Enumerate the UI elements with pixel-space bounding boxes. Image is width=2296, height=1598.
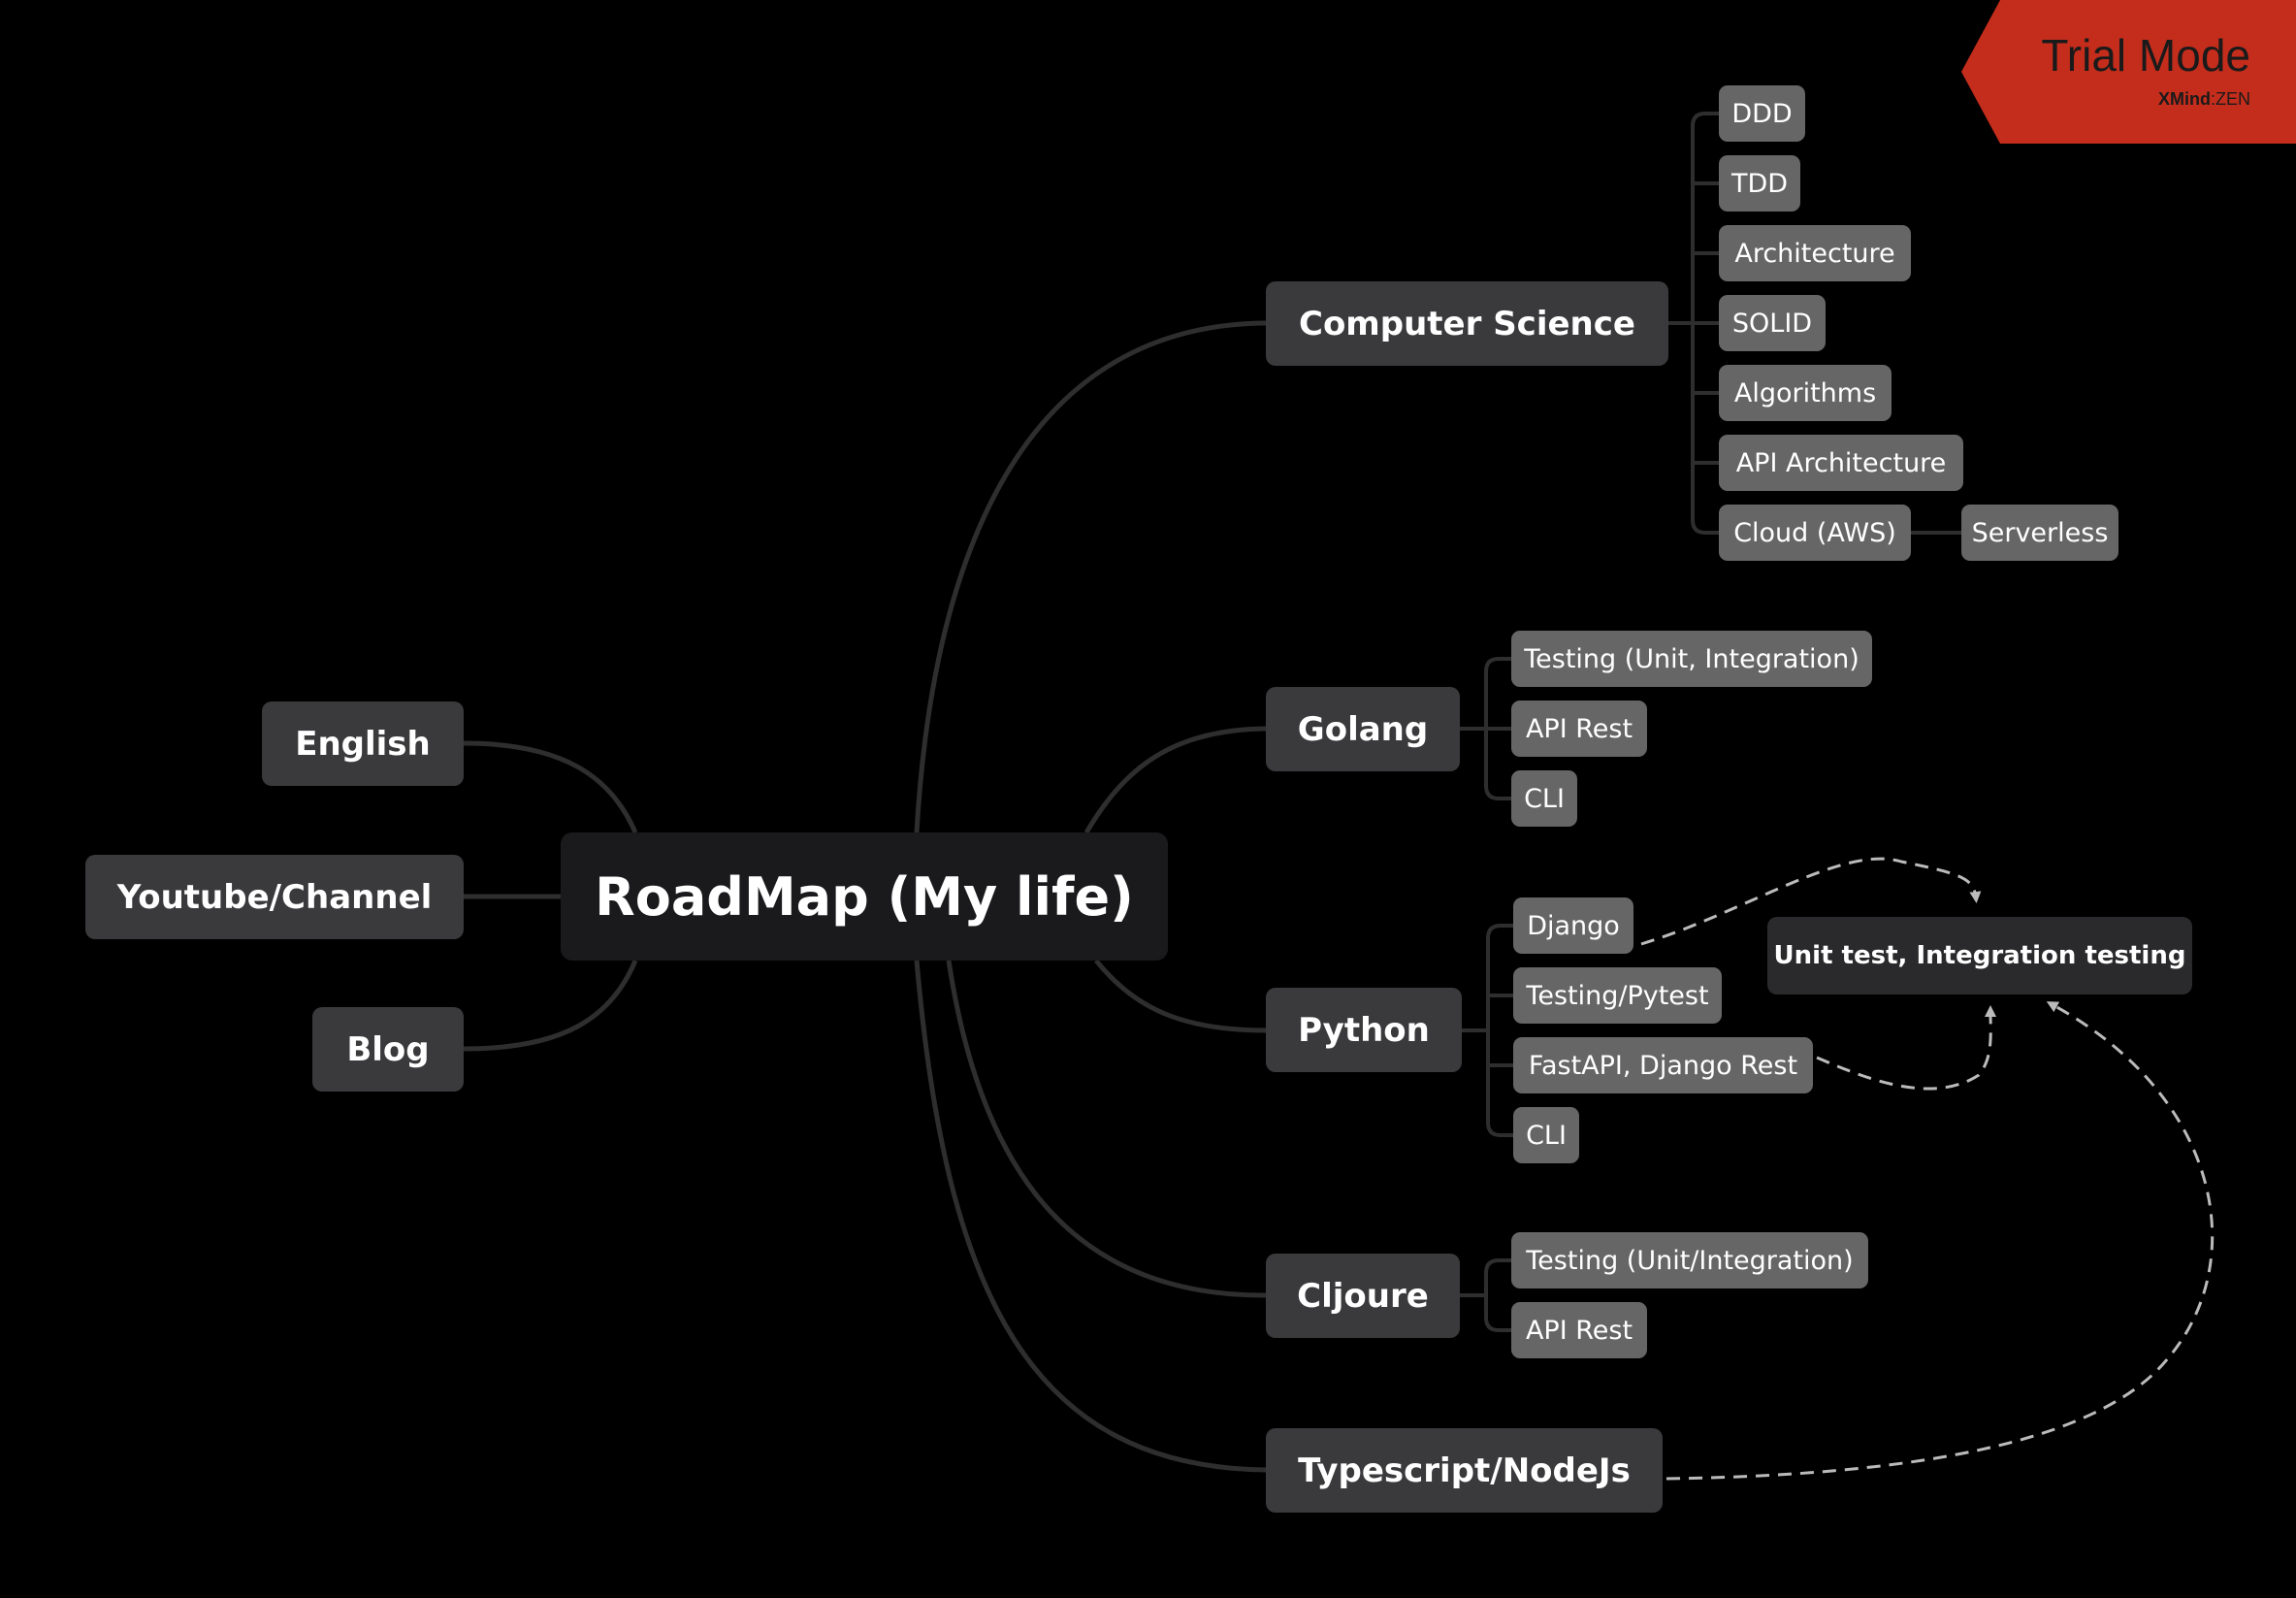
subtopic-serverless[interactable]: Serverless (1961, 505, 2118, 561)
floating-topic-unit-integration-testing[interactable]: Unit test, Integration testing (1767, 917, 2192, 995)
branch-computer-science (914, 320, 1267, 833)
subtopic-testing-pytest[interactable]: Testing/Pytest (1513, 967, 1722, 1024)
brand-name: XMind (2157, 89, 2211, 109)
subtopic-cljoure-api-rest[interactable]: API Rest (1511, 1302, 1647, 1358)
subtopic-cloud-aws[interactable]: Cloud (AWS) (1719, 505, 1911, 561)
brand-edition: ZEN (2215, 89, 2250, 109)
relationship-typescript (1665, 1001, 2215, 1481)
branch-cljoure (946, 960, 1267, 1298)
subtopic-algorithms[interactable]: Algorithms (1719, 365, 1892, 421)
branch-typescript (914, 960, 1267, 1473)
subtopic-golang-cli[interactable]: CLI (1511, 770, 1577, 827)
topic-youtube-channel[interactable]: Youtube/Channel (85, 855, 464, 939)
topic-typescript-nodejs[interactable]: Typescript/NodeJs (1266, 1428, 1663, 1513)
relationship-fastapi (1816, 1005, 1997, 1091)
topic-blog[interactable]: Blog (312, 1007, 464, 1092)
relationship-django (1640, 857, 1982, 946)
topic-computer-science[interactable]: Computer Science (1266, 281, 1668, 366)
bracket-cljoure (1460, 1258, 1511, 1332)
badge-shape (1961, 0, 2296, 144)
topic-cljoure[interactable]: Cljoure (1266, 1254, 1460, 1338)
subtopic-fastapi-django-rest[interactable]: FastAPI, Django Rest (1513, 1037, 1813, 1093)
subtopic-architecture[interactable]: Architecture (1719, 225, 1911, 281)
bracket-golang (1460, 657, 1511, 800)
branch-blog (463, 960, 638, 1052)
topic-python[interactable]: Python (1266, 988, 1462, 1072)
topic-english[interactable]: English (262, 701, 464, 786)
subtopic-python-cli[interactable]: CLI (1513, 1107, 1579, 1163)
topic-golang[interactable]: Golang (1266, 687, 1460, 771)
subtopic-solid[interactable]: SOLID (1719, 295, 1826, 351)
bracket-python (1462, 924, 1513, 1137)
trial-mode-badge[interactable]: Trial Mode XMind:ZEN (1961, 0, 2296, 144)
subtopic-tdd[interactable]: TDD (1719, 155, 1800, 212)
subtopic-golang-testing[interactable]: Testing (Unit, Integration) (1511, 631, 1872, 687)
subtopic-api-architecture[interactable]: API Architecture (1719, 435, 1963, 491)
trial-mode-title: Trial Mode (2041, 30, 2250, 81)
central-topic[interactable]: RoadMap (My life) (561, 832, 1168, 961)
subtopic-django[interactable]: Django (1513, 897, 1633, 954)
branch-golang (1083, 726, 1267, 834)
bracket-computer-science (1668, 112, 1719, 535)
branch-python (1094, 959, 1267, 1033)
subtopic-ddd[interactable]: DDD (1719, 85, 1805, 142)
brand-separator: : (2210, 89, 2215, 109)
subtopic-golang-api-rest[interactable]: API Rest (1511, 701, 1647, 757)
branch-english (463, 740, 638, 833)
xmind-zen-logo: XMind:ZEN (2158, 89, 2250, 110)
subtopic-cljoure-testing[interactable]: Testing (Unit/Integration) (1511, 1232, 1868, 1288)
